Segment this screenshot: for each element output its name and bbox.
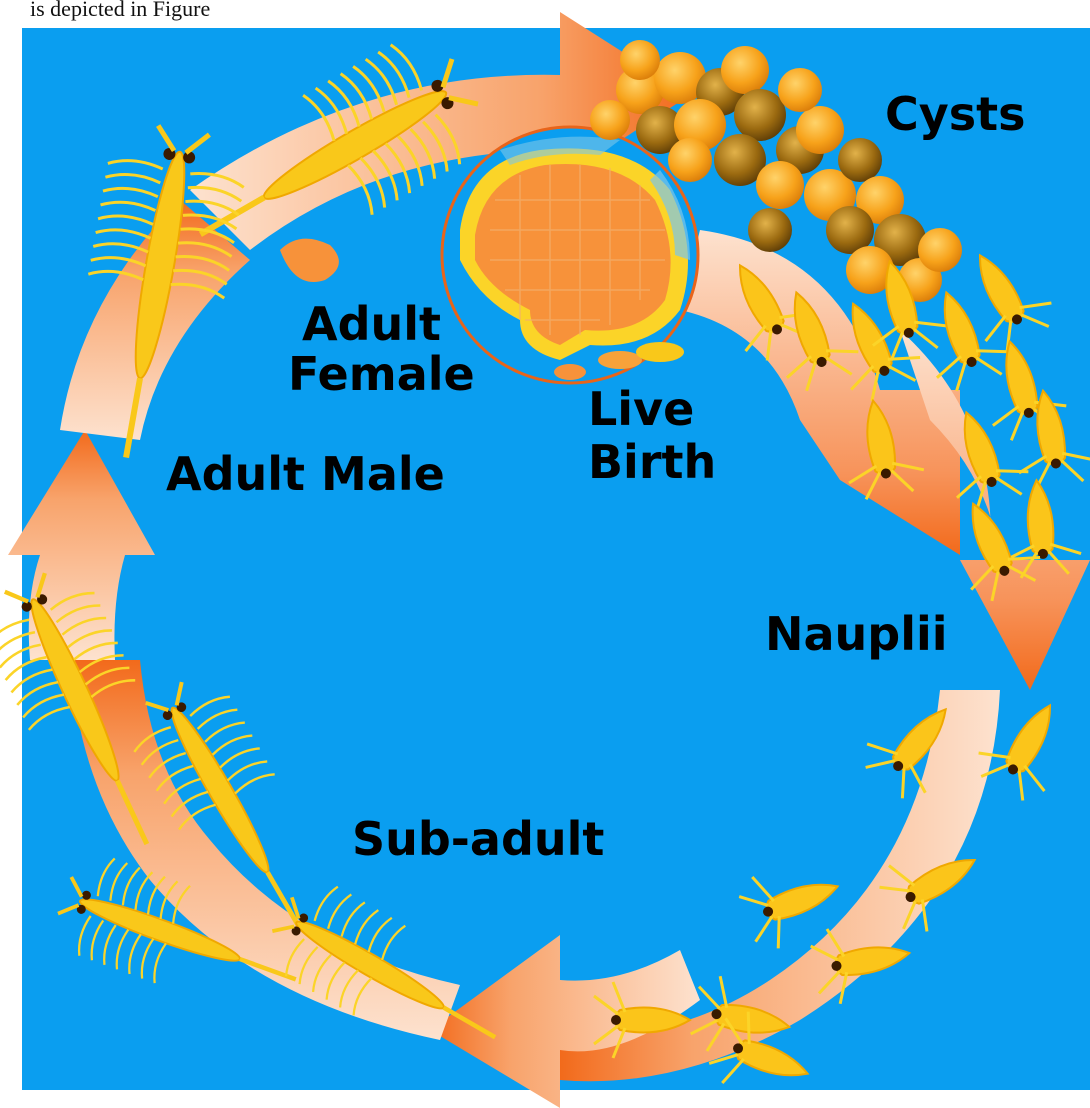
cyst	[796, 106, 844, 154]
label-adult-female-line1: Adult	[302, 297, 441, 351]
label-nauplii: Nauplii	[765, 607, 948, 661]
label-adult-female-line2: Female	[288, 347, 475, 401]
cyst	[918, 228, 962, 272]
label-sub-adult: Sub-adult	[352, 812, 604, 866]
cyst	[778, 68, 822, 112]
label-adult-male: Adult Male	[166, 447, 445, 501]
live-birth-embryo-circle	[442, 127, 698, 383]
cyst	[590, 100, 630, 140]
label-live-birth-line1: Live	[588, 382, 694, 436]
label-live-birth-line2: Birth	[588, 435, 716, 489]
cyst	[748, 208, 792, 252]
cyst	[721, 46, 769, 94]
cyst	[734, 89, 786, 141]
cyst	[668, 138, 712, 182]
cyst	[838, 138, 882, 182]
cyst	[620, 40, 660, 80]
label-cysts: Cysts	[885, 87, 1026, 141]
cyst	[756, 161, 804, 209]
